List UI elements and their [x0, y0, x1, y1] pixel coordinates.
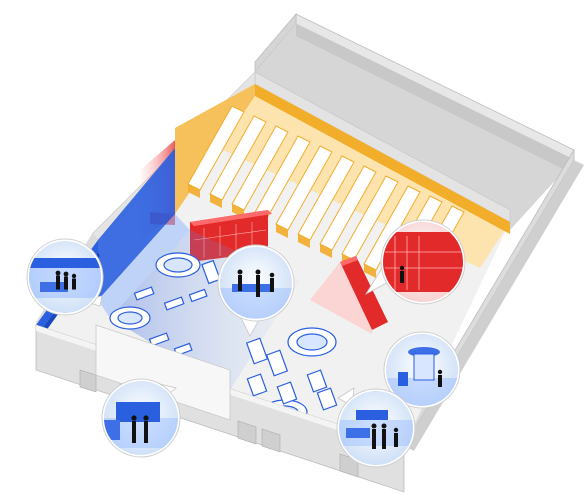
callout-info-screen[interactable]	[383, 331, 461, 409]
people-at-table-icon	[237, 269, 275, 297]
people-icon	[55, 270, 77, 290]
callout-stockroom[interactable]	[364, 219, 466, 305]
people-at-service-desk-icon	[131, 415, 149, 443]
callout-welcome-wall[interactable]	[336, 387, 416, 468]
callout-service-counter[interactable]	[101, 378, 181, 458]
person-icon	[399, 265, 405, 283]
people-at-wall-icon	[371, 423, 399, 449]
callout-entrance-display[interactable]	[26, 238, 104, 316]
callout-product-demo[interactable]	[217, 244, 295, 337]
person-icon	[437, 369, 443, 387]
